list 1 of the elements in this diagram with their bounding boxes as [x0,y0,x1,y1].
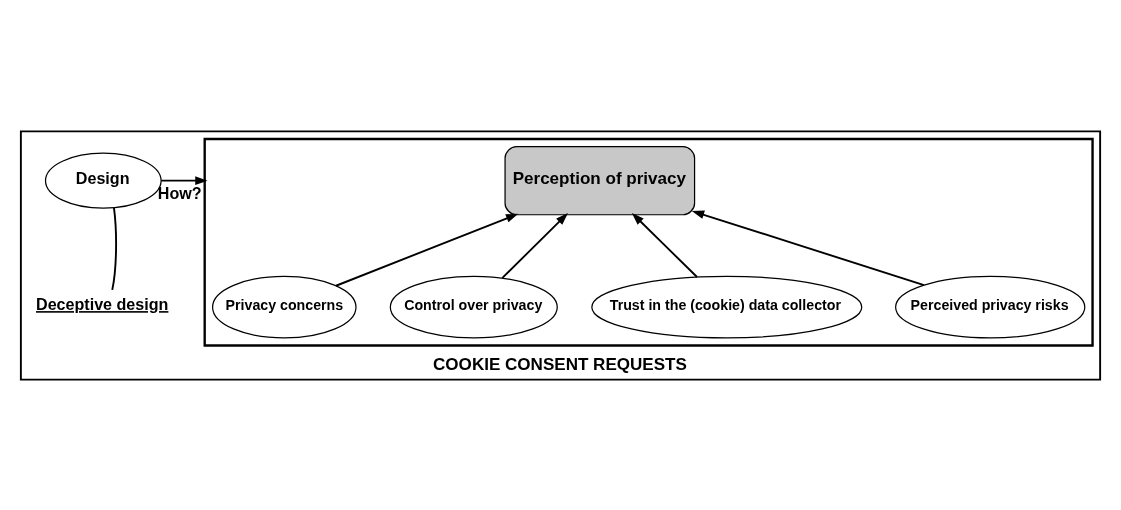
node-text: Deceptive design [36,294,169,313]
